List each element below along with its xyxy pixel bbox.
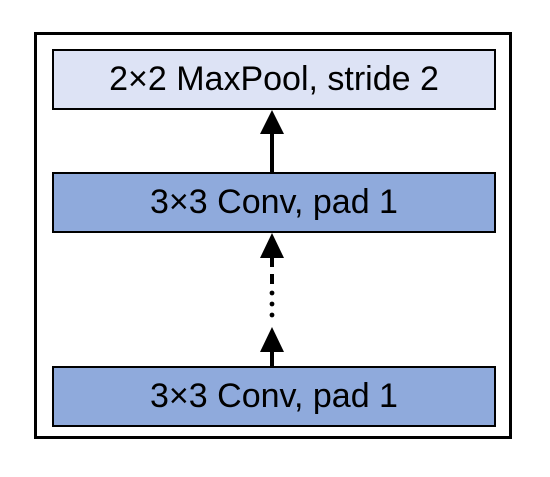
conv-layer-box-bottom: 3×3 Conv, pad 1 <box>52 366 496 427</box>
arrow-conv-to-pool <box>260 110 284 172</box>
ellipsis-icon <box>269 290 275 318</box>
conv-layer-label-top: 3×3 Conv, pad 1 <box>150 183 398 221</box>
arrow-conv-to-stack <box>260 327 284 366</box>
maxpool-layer-box: 2×2 MaxPool, stride 2 <box>52 49 496 110</box>
maxpool-layer-label: 2×2 MaxPool, stride 2 <box>109 60 439 98</box>
conv-layer-box-top: 3×3 Conv, pad 1 <box>52 172 496 233</box>
arrow-stack-to-conv <box>260 233 284 284</box>
conv-layer-label-bottom: 3×3 Conv, pad 1 <box>150 377 398 415</box>
